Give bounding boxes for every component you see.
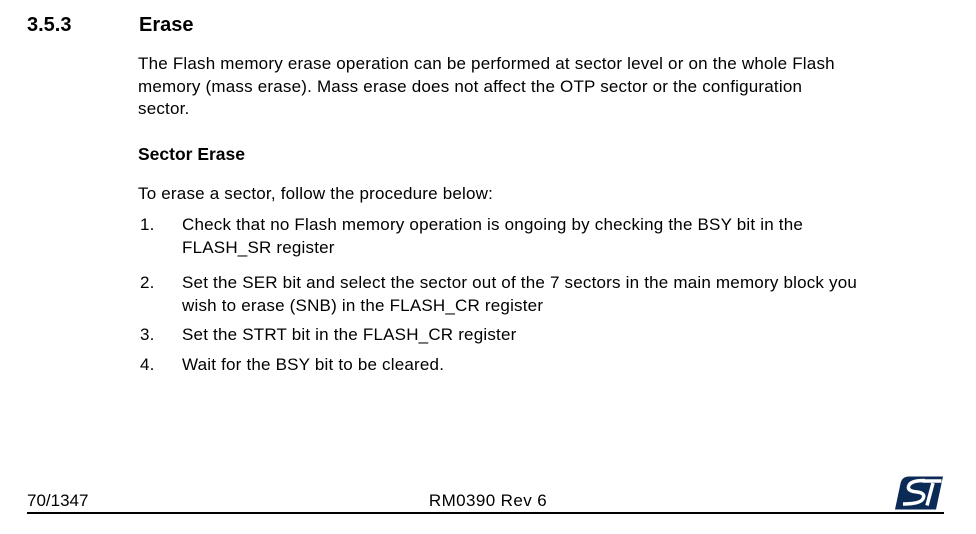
list-item: 2. Set the SER bit and select the sector… xyxy=(140,272,955,317)
intro-paragraph: The Flash memory erase operation can be … xyxy=(138,54,835,118)
footer-horizontal-rule xyxy=(27,512,944,514)
list-item-text: Set the SER bit and select the sector ou… xyxy=(182,273,858,315)
section-title: Erase xyxy=(139,14,194,36)
list-item-number: 3. xyxy=(140,325,155,344)
procedure-steps-list: 1. Check that no Flash memory operation … xyxy=(140,214,955,383)
list-item: 1. Check that no Flash memory operation … xyxy=(140,214,955,259)
st-microelectronics-logo-icon xyxy=(895,476,943,510)
list-item-text: Wait for the BSY bit to be cleared. xyxy=(182,354,445,374)
list-item-number: 2. xyxy=(140,273,155,292)
subsection-heading: Sector Erase xyxy=(138,144,246,164)
list-item-text: Set the STRT bit in the FLASH_CR registe… xyxy=(182,325,517,344)
list-item-text: Check that no Flash memory operation is … xyxy=(182,215,804,257)
list-item-number: 1. xyxy=(140,215,155,234)
footer-document-reference: RM0390 Rev 6 xyxy=(428,491,548,510)
list-item-number: 4. xyxy=(140,354,155,374)
procedure-lead-text: To erase a sector, follow the procedure … xyxy=(138,184,494,203)
section-number: 3.5.3 xyxy=(27,14,72,36)
list-item: 3. Set the STRT bit in the FLASH_CR regi… xyxy=(140,324,955,347)
list-item: 4. Wait for the BSY bit to be cleared. xyxy=(140,354,955,377)
footer-page-number: 70/1347 xyxy=(27,491,89,510)
